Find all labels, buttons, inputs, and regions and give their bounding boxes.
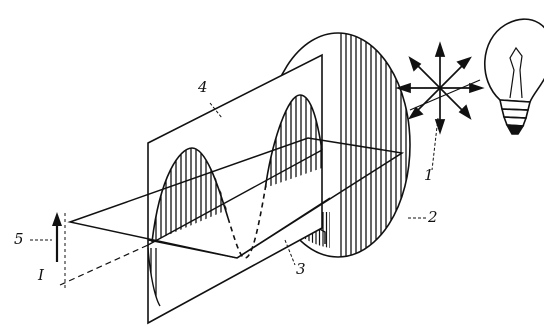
horizontal-plane <box>67 137 405 259</box>
label-5: 5 <box>14 230 24 248</box>
wave-shading <box>148 95 322 305</box>
label-3: 3 <box>296 260 306 278</box>
vertical-plane <box>147 53 323 325</box>
label-4: 4 <box>198 78 208 96</box>
label-I: I <box>38 266 44 284</box>
label-1: 1 <box>424 166 434 184</box>
amplitude-arrow <box>52 212 66 290</box>
propagation-axis <box>59 79 481 286</box>
unpolarized-light-star <box>395 41 485 135</box>
light-bulb-icon <box>484 18 544 135</box>
leader-lines <box>30 102 439 266</box>
label-2: 2 <box>428 208 438 226</box>
